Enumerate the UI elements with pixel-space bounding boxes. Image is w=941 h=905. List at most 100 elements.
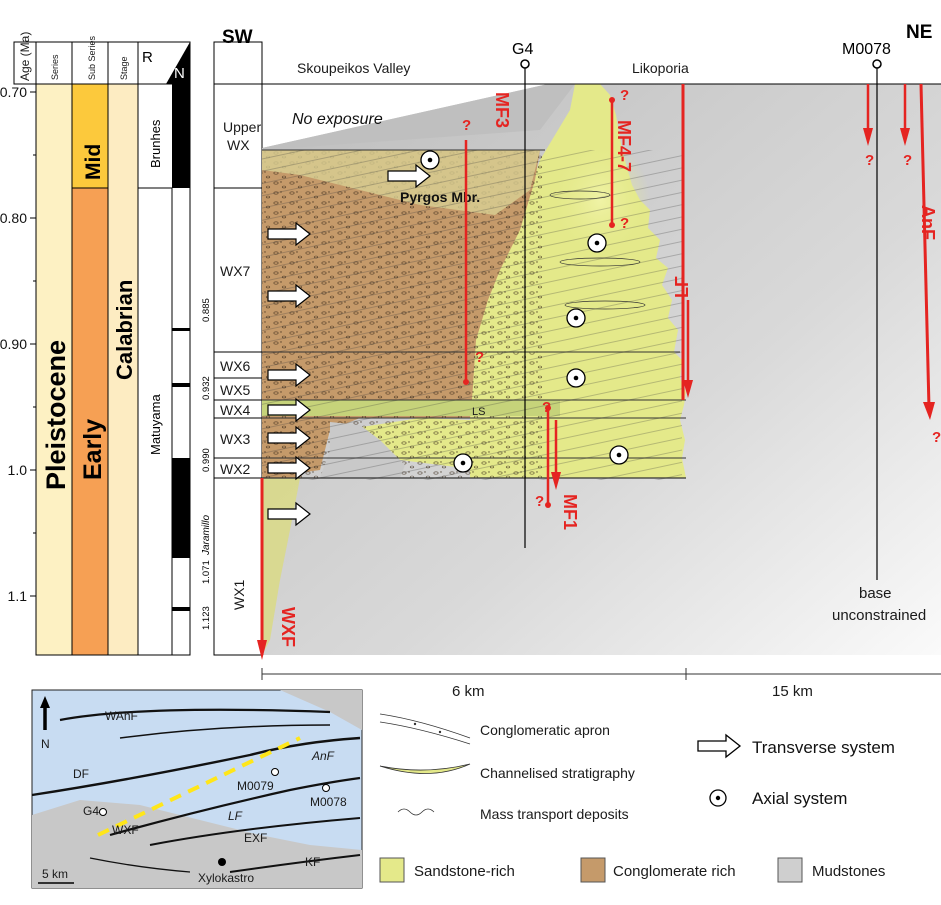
mag-age-1071: 1.071 xyxy=(201,560,212,584)
uncertainty-marks: ????????? xyxy=(462,87,941,510)
header-subseries: Sub Series xyxy=(87,35,97,80)
fault-label-mf47: MF4-7 xyxy=(614,120,634,172)
label-m0078: M0078 xyxy=(842,41,891,58)
uncertainty-mark: ? xyxy=(903,152,912,169)
map-wanf: WAnF xyxy=(105,709,138,723)
legend-apron: Conglomeratic apron xyxy=(480,722,610,738)
label-skoupeikos: Skoupeikos Valley xyxy=(297,60,410,76)
faults xyxy=(257,83,935,660)
legend-mtd: Mass transport deposits xyxy=(480,806,629,822)
age-tick-label: 1.0 xyxy=(8,462,28,478)
label-sw: SW xyxy=(222,27,253,48)
uncertainty-mark: ? xyxy=(542,399,551,416)
legend: Conglomeratic apron Channelised stratigr… xyxy=(379,713,895,883)
polarity-column: Brunhes Matuyama Jaramillo 0.885 0.932 0… xyxy=(137,83,212,656)
mag-age-0990: 0.990 xyxy=(201,448,212,472)
map-scale: 5 km xyxy=(42,867,68,881)
unit-column: Upper WX WX7 WX6 WX5 WX4 WX3 WX2 WX1 xyxy=(213,41,263,656)
fault-label-mf3: MF3 xyxy=(492,92,512,128)
transverse-arrow xyxy=(267,283,311,309)
legend-mudstones: Mudstones xyxy=(812,863,885,880)
label-base-1: base xyxy=(859,585,892,602)
subseries-early-box xyxy=(71,187,109,656)
legend-axial: Axial system xyxy=(752,789,847,808)
label-g4: G4 xyxy=(512,41,533,58)
stage-calabrian-box xyxy=(107,83,139,656)
map-g4: G4 xyxy=(83,804,99,818)
mag-age-0932: 0.932 xyxy=(201,376,212,400)
subseries-early: Early xyxy=(79,419,107,480)
transverse-arrow xyxy=(267,425,311,451)
legend-sandstone: Sandstone-rich xyxy=(414,863,515,880)
unit-wx3: WX3 xyxy=(220,431,251,447)
age-tick-label: 1.1 xyxy=(8,588,28,604)
map-wxf: WXF xyxy=(112,823,139,837)
fault-label-lf: LF xyxy=(672,276,692,298)
unit-upper-wx-1: Upper xyxy=(223,119,261,135)
map-m0079: M0079 xyxy=(237,779,274,793)
transverse-arrow xyxy=(267,362,311,388)
uncertainty-mark: ? xyxy=(932,429,941,446)
fault-label-wxf: WXF xyxy=(278,607,298,647)
label-pyrgos: Pyrgos Mbr. xyxy=(400,189,480,205)
cross-section: SW NE Skoupeikos Valley G4 Likoporia M00… xyxy=(214,22,941,700)
map-xylokastro: Xylokastro xyxy=(198,871,254,885)
unit-wx6: WX6 xyxy=(220,358,251,374)
age-axis: Age (Ma) 0.70 0.80 0.90 1.0 1.1 xyxy=(0,32,37,655)
uncertainty-mark: ? xyxy=(462,117,471,134)
transverse-arrows xyxy=(267,163,431,527)
label-ls: LS xyxy=(472,406,485,418)
series-pleistocene: Pleistocene xyxy=(41,340,71,490)
label-no-exposure: No exposure xyxy=(292,111,383,128)
transverse-arrow xyxy=(267,397,311,423)
map-anf: AnF xyxy=(311,749,335,763)
mag-age-1123: 1.123 xyxy=(201,606,212,630)
age-tick-label: 0.70 xyxy=(0,84,27,100)
legend-transverse: Transverse system xyxy=(752,738,895,757)
age-tick-label: 0.90 xyxy=(0,336,27,352)
header-polarity-n: N xyxy=(174,65,185,82)
transverse-arrow xyxy=(267,501,311,527)
unit-wx1: WX1 xyxy=(231,579,247,610)
subchron-jaramillo: Jaramillo xyxy=(201,515,212,556)
axial-symbols xyxy=(420,150,629,473)
scale-6km: 6 km xyxy=(452,683,485,700)
age-axis-label: Age (Ma) xyxy=(18,32,32,81)
label-likoporia: Likoporia xyxy=(632,60,689,76)
unit-wx7: WX7 xyxy=(220,263,251,279)
map-df: DF xyxy=(73,767,89,781)
label-base-2: unconstrained xyxy=(832,607,926,624)
header-stage: Stage xyxy=(119,56,129,80)
stage-calabrian: Calabrian xyxy=(112,280,137,380)
inset-map: N WAnF AnF DF M0079 M0078 G4 LF WXF EXF … xyxy=(31,689,363,889)
unit-wx2: WX2 xyxy=(220,461,251,477)
chron-brunhes: Brunhes xyxy=(148,119,163,168)
legend-channel: Channelised stratigraphy xyxy=(480,765,635,781)
transverse-arrow xyxy=(267,221,311,247)
header-series: Series xyxy=(50,54,60,80)
fault-label-anf: AnF xyxy=(918,205,938,240)
label-ne: NE xyxy=(906,22,932,43)
header-polarity-r: R xyxy=(142,49,153,66)
age-tick-label: 0.80 xyxy=(0,210,27,226)
transverse-arrow xyxy=(387,163,431,189)
uncertainty-mark: ? xyxy=(535,493,544,510)
map-lf: LF xyxy=(228,809,243,823)
unit-wx5: WX5 xyxy=(220,382,251,398)
uncertainty-mark: ? xyxy=(620,215,629,232)
uncertainty-mark: ? xyxy=(865,152,874,169)
scale-15km: 15 km xyxy=(772,683,813,700)
chron-matuyama: Matuyama xyxy=(148,394,163,455)
transverse-arrow xyxy=(267,455,311,481)
map-exf: EXF xyxy=(244,831,267,845)
map-kf: KF xyxy=(305,855,320,869)
legend-conglomerate: Conglomerate rich xyxy=(613,863,736,880)
map-m0078: M0078 xyxy=(310,795,347,809)
uncertainty-mark: ? xyxy=(475,349,484,366)
map-north: N xyxy=(41,737,50,751)
fault-label-mf1: MF1 xyxy=(560,494,580,530)
fault-anf xyxy=(919,83,931,409)
uncertainty-mark: ? xyxy=(620,87,629,104)
subseries-mid: Mid xyxy=(82,144,105,180)
